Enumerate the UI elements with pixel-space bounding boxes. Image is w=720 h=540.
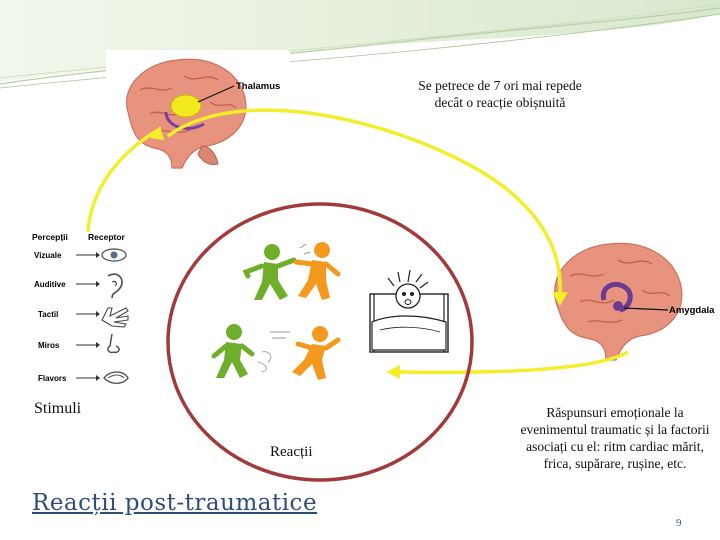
- ear-icon: [107, 273, 123, 299]
- sense-row-touch: Tactil: [38, 310, 58, 319]
- emotional-responses-text: Răspunsuri emoționale la evenimentul tra…: [520, 405, 710, 471]
- person-in-bed-icon: [369, 269, 449, 353]
- stimuli-label: Stimuli: [34, 400, 82, 417]
- sense-row-auditory: Auditive: [34, 280, 66, 289]
- thalamus-label: Thalamus: [236, 81, 280, 92]
- reactions-label: Reacții: [270, 444, 313, 460]
- table-header-receptor: Receptor: [88, 232, 126, 242]
- mouth-icon: [103, 371, 129, 384]
- arrow-thalamus-to-amygdala: [166, 108, 562, 293]
- flight-figures-icon: [211, 324, 341, 380]
- table-header-perception: Percepții: [32, 232, 68, 242]
- sense-row-smell: Miros: [38, 341, 60, 350]
- fight-figures-icon: [242, 242, 341, 300]
- hand-icon: [101, 307, 129, 328]
- amygdala-label: Amygdala: [669, 305, 715, 316]
- sense-row-visual: Vizuale: [34, 251, 62, 260]
- thalamus-brain-image: Thalamus: [106, 50, 290, 182]
- amygdala-pointer-line: [623, 307, 669, 311]
- nose-icon: [107, 333, 120, 354]
- reactions-circle: [166, 202, 474, 482]
- amygdala-region: [613, 301, 623, 311]
- page-number: 9: [676, 517, 682, 529]
- thalamus-pointer-line: [197, 85, 235, 103]
- page-title: Reacții post-traumatice: [32, 490, 318, 516]
- senses-receptor-table: Percepții Receptor Vizuale Auditive Tact…: [28, 228, 136, 393]
- arrow-senses-to-thalamus: [86, 128, 159, 233]
- sense-row-taste: Flavors: [38, 374, 67, 383]
- arrow-amygdala-to-reactions: [399, 350, 629, 375]
- thalamus-region: [170, 94, 202, 118]
- speed-note: Se petrece de 7 ori mai repede decât o r…: [418, 78, 582, 110]
- eye-icon: [101, 248, 127, 262]
- amygdala-brain-image: Amygdala: [534, 232, 720, 372]
